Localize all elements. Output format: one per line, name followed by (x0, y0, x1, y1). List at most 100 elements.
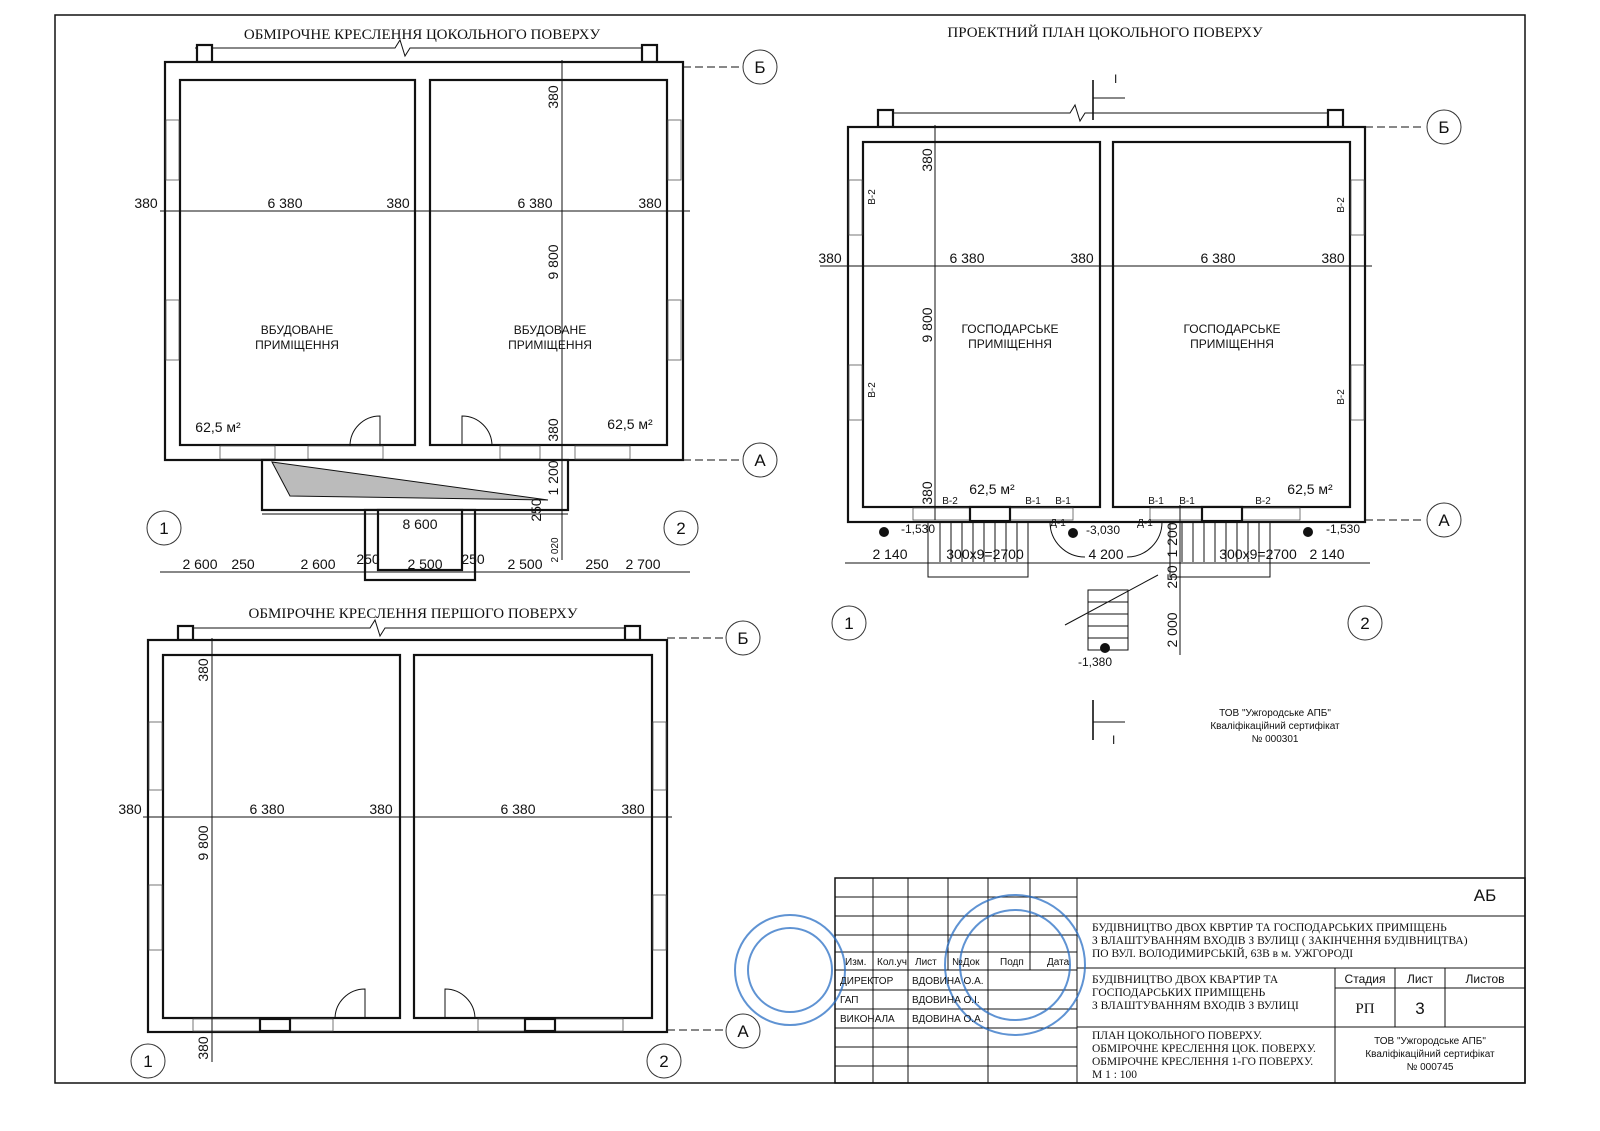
dim-label: 380 (919, 481, 935, 505)
dim-label: 380 (195, 658, 211, 682)
level-label: -1,530 (901, 522, 935, 536)
org-cert: Кваліфікаційний сертифікат (1365, 1048, 1495, 1060)
svg-text:№Док: №Док (952, 957, 980, 968)
dim-label: 300х9=2700 (946, 546, 1024, 562)
sheet-number: 3 (1415, 999, 1424, 1018)
level-label: -1,530 (1326, 522, 1360, 536)
svg-text:Кол.уч: Кол.уч (877, 957, 907, 968)
dim-label: 250 (356, 551, 380, 567)
dim-label: 380 (545, 418, 561, 442)
room-area: 62,5 м² (969, 481, 1015, 497)
level-label: -3,030 (1086, 523, 1120, 537)
dim-label: 2 600 (300, 556, 335, 572)
window-label: В-1 (1055, 496, 1071, 507)
scale: М 1 : 100 (1092, 1069, 1137, 1081)
room-left (178, 78, 417, 447)
room-left (161, 653, 402, 1020)
org-cert: Кваліфікаційний сертифікат (1210, 720, 1340, 732)
svg-text:ВДОВИНА О.А.: ВДОВИНА О.А. (912, 976, 984, 987)
room-label: ВБУДОВАНЕ (261, 323, 333, 337)
dim-label: 380 (1070, 250, 1094, 266)
room-label: ПРИМІЩЕННЯ (255, 338, 339, 352)
project-code: АБ (1474, 886, 1497, 905)
axis-marker-1 (831, 605, 867, 641)
plan-basement-project: ПРОЕКТНИЙ ПЛАН ЦОКОЛЬНОГО ПОВЕРХУ I 380 … (818, 24, 1462, 747)
axis-marker-1 (130, 1043, 166, 1079)
axis-marker-b (1426, 109, 1462, 145)
windows (148, 721, 667, 1033)
room-label: ГОСПОДАРСЬКЕ (1183, 322, 1280, 336)
svg-text:Б: Б (737, 629, 748, 648)
window-label: В-1 (1025, 496, 1041, 507)
dim-label: 6 380 (1200, 250, 1235, 266)
dim-label: 2 500 (407, 556, 442, 572)
org-cert-number: № 000745 (1407, 1062, 1454, 1073)
dim-label: 1 200 (1164, 522, 1180, 557)
svg-text:Б: Б (1438, 118, 1449, 137)
dim-label: 6 380 (949, 250, 984, 266)
dim-label: 2 500 (507, 556, 542, 572)
break-line (893, 103, 1338, 123)
svg-text:ГАП: ГАП (840, 995, 859, 1006)
plan-title: ОБМІРОЧНЕ КРЕСЛЕННЯ ЦОКОЛЬНОГО ПОВЕРХУ (244, 27, 601, 43)
room-label: ПРИМІЩЕННЯ (1190, 337, 1274, 351)
axis-marker-2 (646, 1043, 682, 1079)
sheet-border (54, 14, 1526, 1084)
dim-label: 380 (195, 1036, 211, 1060)
svg-text:А: А (1438, 511, 1450, 530)
svg-text:Листов: Листов (1466, 972, 1505, 986)
svg-text:ВДОВИНА О.А.: ВДОВИНА О.А. (912, 1014, 984, 1025)
svg-text:1: 1 (143, 1052, 152, 1071)
dim-label: 250 (1164, 565, 1180, 589)
svg-text:2: 2 (1360, 614, 1369, 633)
axis-marker-a (742, 442, 778, 478)
sheet-title: ОБМІРОЧНЕ КРЕСЛЕННЯ 1-ГО ПОВЕРХУ. (1092, 1056, 1313, 1068)
dim-label: 6 380 (517, 195, 552, 211)
axis-marker-1 (146, 510, 182, 546)
room-area: 62,5 м² (1287, 481, 1333, 497)
ramp (271, 461, 549, 501)
dim-label: 250 (528, 498, 544, 522)
axis-marker-a (725, 1013, 761, 1049)
plan-title: ОБМІРОЧНЕ КРЕСЛЕННЯ ПЕРШОГО ПОВЕРХУ (249, 606, 578, 622)
svg-text:1: 1 (159, 519, 168, 538)
level-label: -1,380 (1078, 655, 1112, 669)
sheet-title: ОБМІРОЧНЕ КРЕСЛЕННЯ ЦОК. ПОВЕРХУ. (1092, 1043, 1316, 1055)
svg-text:ВИКОНАЛА: ВИКОНАЛА (840, 1014, 895, 1025)
dim-label: 9 800 (195, 825, 211, 860)
axis-marker-2 (663, 510, 699, 546)
svg-text:ДИРЕКТОР: ДИРЕКТОР (840, 976, 894, 987)
break-line (178, 618, 640, 638)
axis-marker-2 (1347, 605, 1383, 641)
object-title: З ВЛАШТУВАННЯМ ВХОДІВ З ВУЛИЦІ (1092, 1000, 1299, 1012)
dim-label: 6 380 (267, 195, 302, 211)
svg-text:Дата: Дата (1047, 957, 1070, 968)
project-title: ПО ВУЛ. ВОЛОДИМИРСЬКІЙ, 63В в м. УЖГОРОД… (1092, 946, 1353, 960)
stairs (927, 521, 1271, 651)
dim-label: 380 (386, 195, 410, 211)
org-name: ТОВ "Ужгородське АПБ" (1374, 1036, 1486, 1047)
room-label: ПРИМІЩЕННЯ (508, 338, 592, 352)
room-label: ПРИМІЩЕННЯ (968, 337, 1052, 351)
svg-text:I: I (1112, 733, 1115, 747)
level-marks (879, 527, 1313, 653)
chimney (640, 43, 659, 64)
windows (848, 179, 1365, 558)
project-title: З ВЛАШТУВАННЯМ ВХОДІВ З ВУЛИЦІ ( ЗАКІНЧЕ… (1092, 935, 1468, 947)
svg-text:Лист: Лист (1407, 972, 1434, 986)
dim-label: 300х9=2700 (1219, 546, 1297, 562)
dim-label: 380 (1321, 250, 1345, 266)
room-label: ГОСПОДАРСЬКЕ (961, 322, 1058, 336)
dim-label: 250 (585, 556, 609, 572)
dim-label: 9 800 (545, 244, 561, 279)
svg-text:Стадия: Стадия (1345, 972, 1386, 986)
svg-text:Подп: Подп (1000, 957, 1024, 968)
room-right (1111, 140, 1352, 509)
project-title: БУДІВНИЦТВО ДВОХ КВРТИР ТА ГОСПОДАРСЬКИХ… (1092, 922, 1447, 934)
axis-marker-b (725, 620, 761, 656)
plan-first-floor-measured: ОБМІРОЧНЕ КРЕСЛЕННЯ ПЕРШОГО ПОВЕРХУ 380 … (118, 606, 761, 1079)
dim-label: 1 200 (545, 460, 561, 495)
svg-text:А: А (737, 1022, 749, 1041)
chimney (195, 43, 214, 64)
svg-text:2: 2 (659, 1052, 668, 1071)
